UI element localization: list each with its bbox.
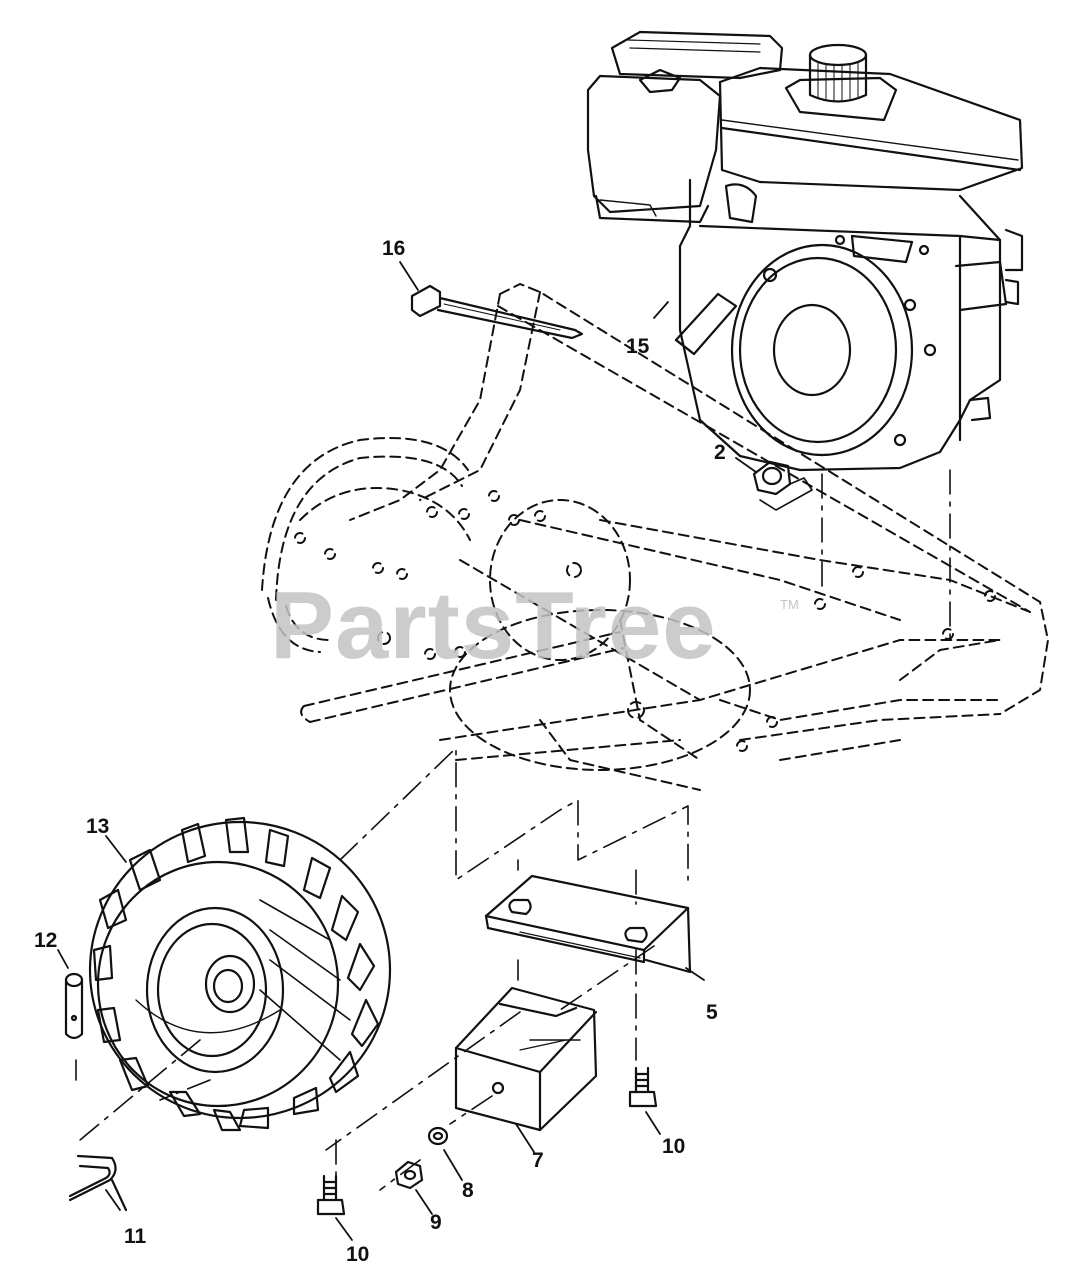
nut-drawing: [394, 1160, 424, 1190]
washer-drawing: [427, 1126, 449, 1146]
watermark-text: PartsTree: [270, 572, 717, 679]
callout-label-mounting-bracket: 5: [706, 1001, 718, 1024]
callout-label-washer: 8: [462, 1179, 474, 1202]
callout-label-weight: 7: [532, 1149, 544, 1172]
tiller-frame-phantom: [261, 283, 1049, 791]
callout-label-nut: 9: [430, 1211, 442, 1234]
callout-label-clevis-pin: 12: [34, 929, 58, 952]
bolt-right-drawing: [628, 1066, 658, 1108]
callout-label-bolt-right: 10: [662, 1135, 686, 1158]
callout-label-hairpin-clip: 11: [124, 1225, 147, 1248]
callout-label-cable-tie: 16: [382, 237, 406, 260]
mounting-bracket-drawing: [484, 874, 692, 974]
hairpin-clip-drawing: [68, 1154, 128, 1212]
assembly-leader-lines: [75, 469, 951, 1191]
clevis-pin-drawing: [64, 972, 84, 1040]
callout-label-wheel: 13: [86, 815, 110, 838]
bolt-left-drawing: [316, 1174, 346, 1216]
callout-label-hex-nut: 2: [714, 441, 726, 464]
callout-label-bolt-left: 10: [346, 1243, 370, 1266]
watermark-tm: TM: [780, 597, 799, 612]
weight-drawing: [454, 986, 598, 1132]
engine-drawing: [586, 30, 1024, 472]
cable-tie-drawing: [410, 284, 584, 340]
wheel-drawing: [88, 816, 392, 1132]
callout-leaders: [57, 261, 757, 1241]
callout-label-engine: 15: [626, 335, 650, 358]
